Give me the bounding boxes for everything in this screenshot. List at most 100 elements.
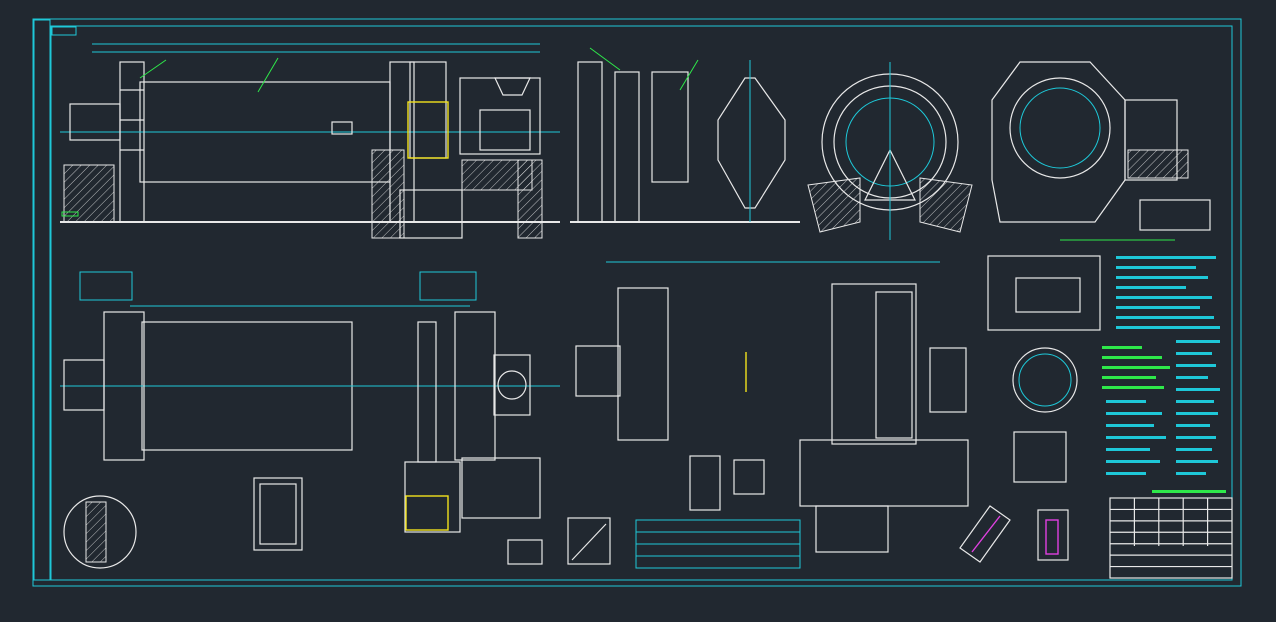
- foundation-slab-2: [831, 283, 917, 445]
- ring-detail-inner: [1018, 353, 1072, 407]
- foundation-pier-2: [875, 291, 913, 439]
- notes-right-8: [1176, 424, 1210, 427]
- gear-housing: [409, 61, 447, 159]
- notes-line-6: [1116, 306, 1200, 309]
- note-flag: [61, 211, 79, 217]
- notes-line-1: [1116, 256, 1216, 259]
- bracket-detail: [689, 455, 721, 511]
- drive-housing: [991, 61, 1126, 223]
- bearing-detail[interactable]: [63, 495, 137, 569]
- notes-green-4: [1102, 376, 1156, 379]
- anchor-bolt: [1037, 509, 1069, 561]
- corner-tag: [51, 26, 77, 36]
- foundation-pier-3: [929, 347, 967, 413]
- notes-right-2: [1176, 352, 1212, 355]
- cone-body: [717, 77, 786, 209]
- notes-right-7: [1176, 412, 1218, 415]
- gear-highlight: [407, 101, 449, 159]
- drive-gear: [1009, 77, 1111, 179]
- notes-right-11: [1176, 460, 1218, 463]
- plan-drive-shaft: [417, 321, 437, 463]
- sheet-inner-border: [50, 25, 1233, 581]
- notes-right-12: [1176, 472, 1206, 475]
- notes-line-14: [1106, 460, 1160, 463]
- notes-line-10: [1106, 412, 1162, 415]
- plan-detail-box: [79, 271, 133, 301]
- hopper-detail[interactable]: [253, 477, 303, 551]
- notes-green-1: [1102, 346, 1142, 349]
- hopper-frame: [253, 477, 303, 551]
- notes-line-12: [1106, 436, 1166, 439]
- dim-leader: [589, 47, 621, 71]
- notes-green-2: [1102, 356, 1162, 359]
- tooth-detail[interactable]: [959, 505, 1069, 563]
- title-block-frame: [1109, 497, 1233, 579]
- notes-line-4: [1116, 286, 1186, 289]
- cone-view[interactable]: [717, 60, 786, 222]
- end-view-column: [577, 61, 603, 223]
- reducer: [1127, 149, 1189, 179]
- plan-motor: [461, 457, 541, 519]
- plan-gearbox: [404, 461, 461, 533]
- notes-green-5: [1102, 386, 1164, 389]
- notes-right-1: [1176, 340, 1220, 343]
- drive-end-view[interactable]: [991, 61, 1211, 241]
- callout-leader-2: [139, 59, 167, 79]
- gear-detail[interactable]: [987, 255, 1101, 483]
- feed-chute: [69, 103, 121, 141]
- pit-floor: [399, 189, 463, 239]
- bearing-hatch: [85, 501, 107, 563]
- pit-right-wall: [517, 159, 543, 239]
- discharge-hopper: [494, 77, 531, 96]
- sheet-outer-border: [32, 18, 1242, 587]
- title-block[interactable]: [1109, 497, 1233, 579]
- notes-line-15: [1106, 472, 1146, 475]
- plan-detail-box-2: [419, 271, 477, 301]
- notes-underline: [1152, 490, 1226, 493]
- bearing-circle: [63, 495, 137, 569]
- notes-line-3: [1116, 276, 1208, 279]
- cover-plate: [507, 539, 543, 565]
- hopper-inner: [259, 483, 297, 545]
- mill-plan-view[interactable]: [60, 271, 560, 533]
- callout-leader: [257, 57, 279, 93]
- foundation-ext: [815, 505, 889, 553]
- notes-line-7: [1116, 316, 1214, 319]
- feed-bearing-base: [63, 164, 115, 223]
- motor-base: [1139, 199, 1211, 231]
- ring-detail: [1012, 347, 1078, 413]
- plan-feed-chute: [63, 359, 105, 411]
- small-details[interactable]: [507, 455, 801, 569]
- feed-end-view[interactable]: [570, 47, 800, 223]
- plan-hopper: [493, 354, 531, 416]
- foundation-left[interactable]: [575, 261, 940, 441]
- notes-green-3: [1102, 366, 1170, 369]
- tooth-marker: [971, 515, 1001, 553]
- pit-left: [371, 149, 405, 239]
- notes-line-2: [1116, 266, 1196, 269]
- end-view-body: [651, 71, 689, 183]
- notes-line-8: [1116, 326, 1220, 329]
- box-detail: [567, 517, 611, 565]
- coupling: [331, 121, 353, 135]
- anchor-bolt-core: [1045, 519, 1059, 555]
- foundation-pier: [575, 345, 621, 397]
- drive-gear-inner: [1019, 87, 1101, 169]
- binding-strip: [33, 19, 51, 581]
- notes-line-9: [1106, 400, 1146, 403]
- mill-front-elevation[interactable]: [60, 43, 560, 239]
- foundation-base: [799, 439, 969, 507]
- notes-line-13: [1106, 448, 1150, 451]
- shell-section-view[interactable]: [807, 62, 973, 240]
- dim-leader-2: [679, 59, 699, 91]
- tooth-section: [959, 505, 1011, 563]
- foundation-right[interactable]: [799, 283, 969, 553]
- plan-gear-highlight: [405, 495, 449, 531]
- feed-trunnion: [119, 61, 145, 223]
- notes-line-11: [1106, 424, 1154, 427]
- plan-hopper-opening: [497, 370, 527, 400]
- pinion-box: [1124, 99, 1178, 181]
- technical-notes[interactable]: [1102, 256, 1226, 493]
